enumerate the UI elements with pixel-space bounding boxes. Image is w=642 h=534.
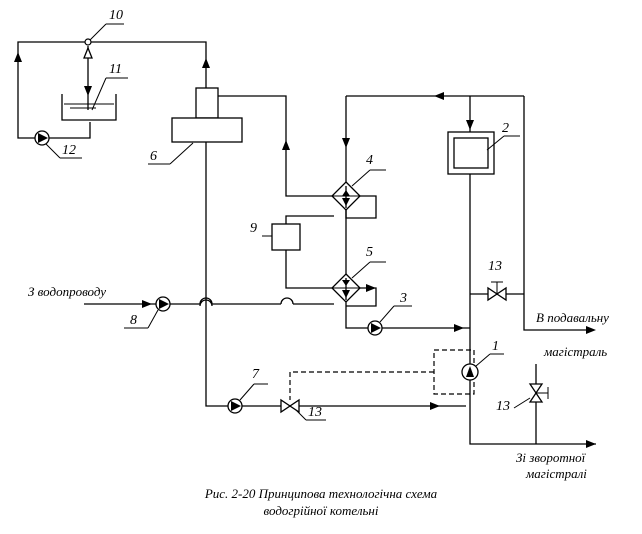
label-13-right: 13 bbox=[496, 399, 510, 414]
label-2: 2 bbox=[502, 121, 509, 136]
caption-line-2: водогрійної котельні bbox=[264, 503, 379, 518]
label-9: 9 bbox=[250, 221, 257, 236]
label-13-upper: 13 bbox=[488, 259, 502, 274]
label-10: 10 bbox=[109, 8, 123, 23]
label-11: 11 bbox=[109, 62, 122, 77]
valve-13-lower: 13 bbox=[280, 398, 326, 421]
label-1: 1 bbox=[492, 339, 499, 354]
label-12: 12 bbox=[62, 143, 76, 158]
pump-3: 3 bbox=[367, 291, 470, 336]
deaerator-6: 6 bbox=[148, 87, 243, 165]
label-3: 3 bbox=[399, 291, 407, 306]
pump-8: 8 bbox=[124, 296, 171, 329]
pump-1: 1 bbox=[433, 339, 504, 395]
label-13-lower: 13 bbox=[308, 405, 322, 420]
ejector-10: 10 bbox=[83, 8, 124, 59]
label-6: 6 bbox=[150, 149, 157, 164]
label-7: 7 bbox=[252, 367, 260, 382]
valve-13-upper: 13 bbox=[487, 259, 507, 302]
tank-11: 11 bbox=[61, 62, 128, 121]
return-line-label-1: Зі зворотної bbox=[516, 450, 587, 465]
label-4: 4 bbox=[366, 153, 373, 168]
water-supply-line: З водопроводу bbox=[28, 284, 334, 308]
heat-exchanger-5: 5 bbox=[331, 245, 386, 303]
pump-12: 12 bbox=[34, 130, 82, 159]
label-5: 5 bbox=[366, 245, 373, 260]
caption-line-1: Рис. 2-20 Принципова технологічна схема bbox=[204, 486, 438, 501]
label-8: 8 bbox=[130, 313, 137, 328]
pump-7: 7 bbox=[227, 367, 268, 414]
water-supply-label: З водопроводу bbox=[28, 284, 106, 299]
supply-line-label-2: магістраль bbox=[543, 344, 607, 359]
element-9: 9 bbox=[250, 215, 334, 289]
heat-exchanger-4: 4 bbox=[331, 153, 386, 211]
valve-13-right: 13 bbox=[496, 383, 549, 414]
supply-line-label-1: В подавальну bbox=[536, 310, 609, 325]
boiler-2: 2 bbox=[447, 121, 520, 175]
return-line-label-2: магістралі bbox=[525, 466, 587, 481]
